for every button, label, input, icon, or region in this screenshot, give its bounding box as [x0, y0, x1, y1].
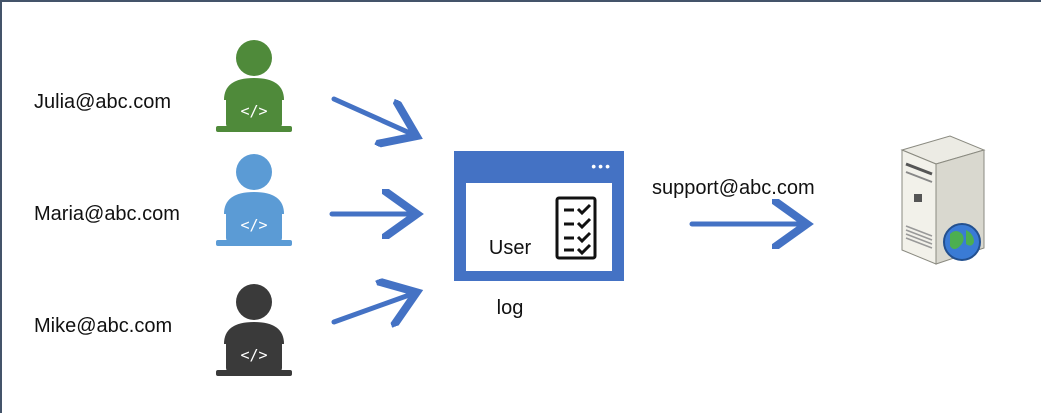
checklist-icon [554, 195, 598, 261]
arrow-mike-to-log [331, 294, 412, 322]
user-log-label: User log [484, 203, 536, 323]
arrow-julia-to-log [331, 96, 412, 134]
user-log-window: ••• User log [454, 151, 624, 319]
svg-text:</>: </> [240, 346, 267, 364]
user-email-maria: Maria@abc.com [34, 203, 180, 225]
user-log-panel: User log [466, 183, 612, 319]
svg-text:</>: </> [240, 216, 267, 234]
user-email-julia: Julia@abc.com [34, 91, 172, 113]
user-log-label-line1: User [488, 237, 532, 259]
developer-icon-julia: </> [212, 38, 296, 136]
user-email-mike: Mike@abc.com [34, 315, 173, 337]
user-log-label-line2: log [496, 297, 524, 319]
developer-icon-maria: </> [212, 152, 296, 250]
developer-icon-mike: </> [212, 282, 296, 380]
support-email: support@abc.com [652, 177, 815, 199]
web-server-icon [892, 130, 992, 270]
svg-text:</>: </> [240, 102, 267, 120]
window-dots-icon: ••• [591, 158, 612, 174]
